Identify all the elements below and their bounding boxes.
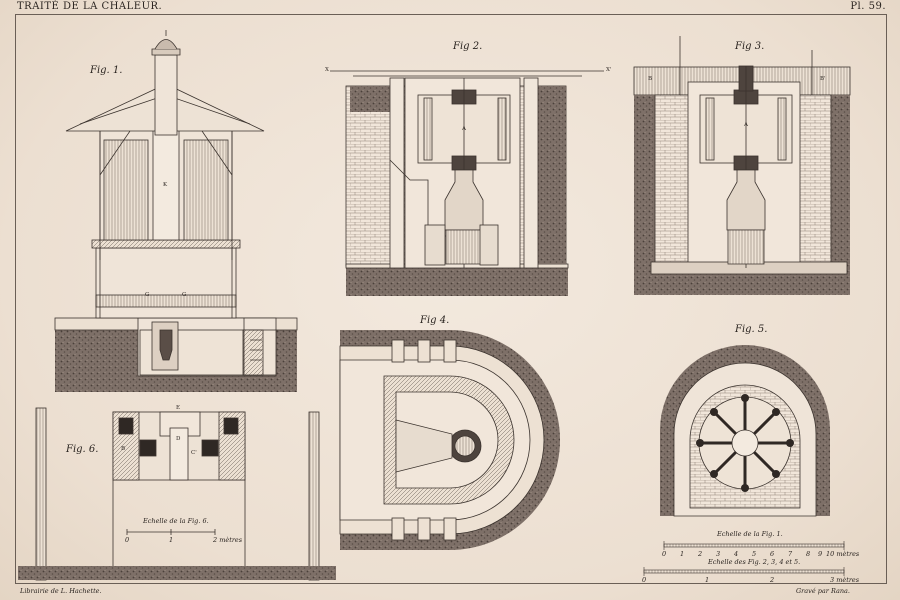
engraver-credit: Gravé par Rana. [795,587,850,595]
letter-B-fig3-right: B' [820,76,826,82]
fig1-label: Fig. 1. [90,65,123,76]
fig6-scale-tick-0: 0 [125,536,130,544]
letter-Xprime: X' [606,67,612,73]
fig1-scale-tick-10: 10 mètres [826,550,860,558]
fig2345-scale-tick-1: 1 [705,576,710,584]
fig6-scale-tick-1: 1 [169,536,174,544]
letter-A-fig3: A [744,122,748,128]
fig1-scale-tick-6: 6 [770,550,775,558]
letter-B: B [121,446,126,452]
fig6-scale-label: Echelle de la Fig. 6. [143,517,209,525]
letter-X: X [325,67,329,73]
letter-D: D [176,436,181,442]
plate-number: Pl. 59. [850,1,886,12]
fig1-scale-tick-8: 8 [806,550,811,558]
letter-A-fig2: A [462,126,466,132]
fig6-label: Fig. 6. [66,444,99,455]
letter-Cprime: C' [191,450,197,456]
fig1-scale-label: Echelle de la Fig. 1. [717,530,783,538]
scale-bars [643,541,845,576]
fig6-scale-tick-2: 2 mètres [213,536,243,544]
letter-E: E [176,405,181,411]
fig4-drawing [339,330,560,550]
fig1-scale-tick-0: 0 [662,550,667,558]
fig1-scale-tick-1: 1 [680,550,685,558]
fig1-scale-tick-7: 7 [788,550,793,558]
fig3-drawing [633,36,851,295]
fig1-scale-tick-2: 2 [698,550,703,558]
fig1-scale-tick-9: 9 [818,550,823,558]
letter-G-2: G [182,292,187,298]
fig4-label: Fig 4. [420,315,450,326]
fig2-drawing [330,70,604,296]
book-title: TRAITÉ DE LA CHALEUR. [17,1,163,12]
fig5-drawing [660,345,830,517]
fig1-scale-tick-4: 4 [734,550,739,558]
letter-K: K [163,182,168,188]
fig1-scale-tick-5: 5 [752,550,757,558]
fig1-drawing [54,30,298,392]
fig6-drawing [18,407,336,581]
fig3-label: Fig 3. [735,41,765,52]
letter-B-fig3-left: B [648,76,653,82]
plate-frame [15,14,887,584]
fig2345-scale-tick-2: 2 [770,576,775,584]
fig2345-scale-tick-3: 3 mètres [830,576,860,584]
fig2345-scale-tick-0: 0 [642,576,647,584]
fig1-scale-tick-3: 3 [716,550,721,558]
fig2345-scale-label: Echelle des Fig. 2, 3, 4 et 5. [708,558,801,566]
letter-G-1: G [145,292,150,298]
fig2-label: Fig 2. [453,41,483,52]
publisher-credit: Librairie de L. Hachette. [20,587,102,595]
fig5-label: Fig. 5. [735,324,768,335]
